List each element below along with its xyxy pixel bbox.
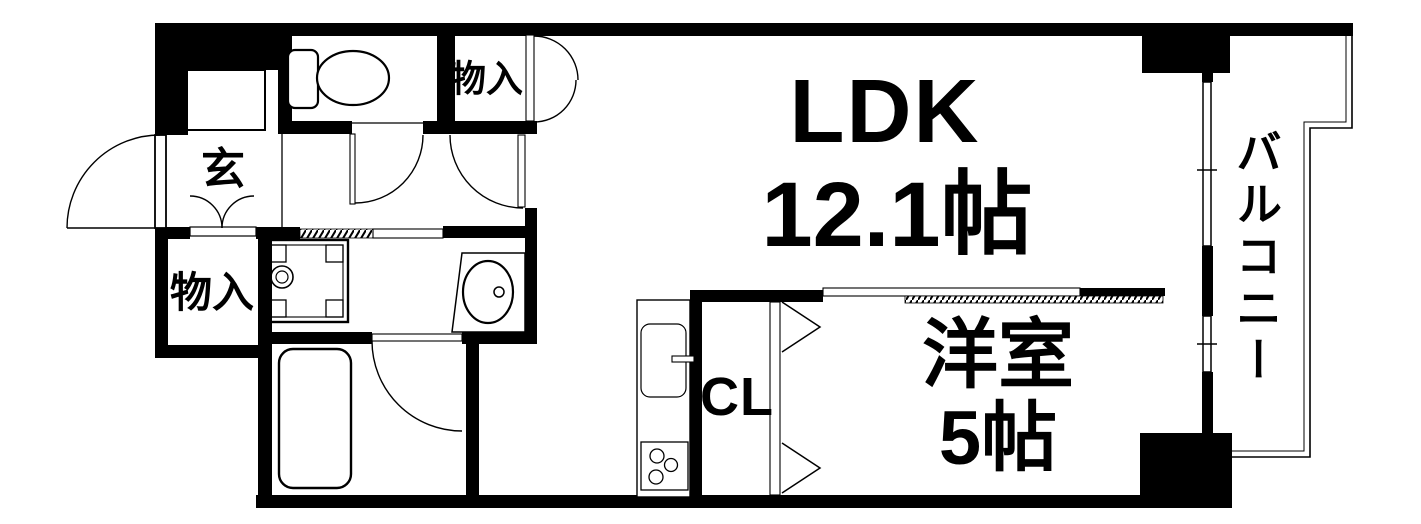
entrance-door-icon <box>66 134 167 229</box>
room-label-ldk: LDK <box>789 62 981 162</box>
hall-ldk-door-icon <box>449 134 526 209</box>
washing-machine-pan-icon <box>262 238 350 324</box>
bathroom-door-icon <box>371 333 463 432</box>
room-label-balcony: バルコニー <box>1230 128 1282 388</box>
room-label-entrance: 玄 <box>201 145 245 194</box>
stove-icon <box>640 441 689 491</box>
toilet-door-icon <box>349 122 424 205</box>
washbasin-icon <box>451 252 526 333</box>
washroom-sliding-door <box>299 228 444 239</box>
room-label-storage-left: 物入 <box>169 269 255 316</box>
room-size-ldk: 12.1帖 <box>761 164 1033 266</box>
room-label-storage-top: 物入 <box>449 58 523 100</box>
kitchen-faucet-icon <box>671 355 695 363</box>
bedroom-balcony-window-icon <box>1197 315 1217 373</box>
entrance-storage-double-door-icon <box>189 195 257 237</box>
walls <box>155 23 1353 508</box>
bathtub-icon <box>277 347 353 490</box>
ldk-bedroom-sliding-partition <box>822 287 1164 304</box>
toilet-icon <box>286 48 391 110</box>
ldk-balcony-window-icon <box>1197 81 1217 247</box>
storage-double-door-icon <box>525 34 579 123</box>
room-size-western-room: 5帖 <box>938 396 1058 481</box>
room-label-closet: CL <box>700 367 774 427</box>
shoe-cabinet-icon <box>186 69 266 131</box>
room-label-western-room: 洋室 <box>922 313 1074 398</box>
closet-bifold-door-icon <box>769 301 822 496</box>
balcony-railing <box>1232 36 1353 458</box>
